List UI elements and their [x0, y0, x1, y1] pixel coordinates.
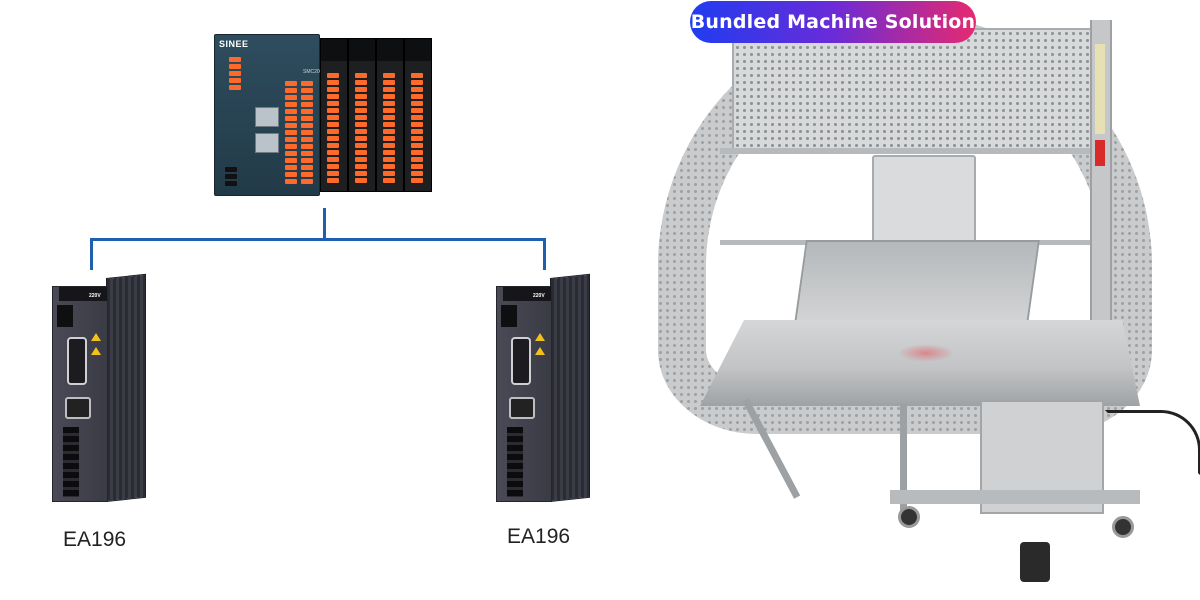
- drive-label-left: EA196: [63, 528, 127, 551]
- drive-voltage-label: 220V: [533, 293, 545, 299]
- drive-display: [57, 305, 73, 327]
- bundling-machine-image: [650, 0, 1200, 600]
- caster-wheel-icon: [1112, 516, 1134, 538]
- machine-warning-sticker: [1095, 44, 1105, 134]
- plc-led-column: [229, 57, 243, 92]
- plc-power-terminal: [225, 167, 239, 188]
- warning-icon: [91, 347, 101, 355]
- plc-brand-logo: SINEE: [219, 39, 249, 49]
- machine-power-cable: [1105, 410, 1200, 476]
- caster-wheel-icon: [898, 506, 920, 528]
- plc-io-module: [320, 38, 348, 192]
- encoder-connector-icon: [65, 397, 91, 419]
- plc-cpu-module: SINEE SMC200: [214, 34, 323, 196]
- plc-io-module: [376, 38, 404, 192]
- warning-icon: [91, 333, 101, 341]
- plc-io-module: [348, 38, 376, 192]
- encoder-connector-icon: [509, 397, 535, 419]
- drive-terminal-block: [63, 427, 79, 497]
- drive-front-panel: 220V: [496, 286, 552, 502]
- solution-title-badge: Bundled Machine Solution: [690, 1, 976, 43]
- drive-heatsink: [106, 273, 146, 502]
- connection-line-to-right-drive: [543, 238, 546, 270]
- drive-terminal-block: [507, 427, 523, 497]
- plc-controller-image: SINEE SMC200: [214, 34, 432, 196]
- machine-leg: [900, 404, 907, 516]
- connection-line-horizontal: [90, 238, 546, 241]
- warning-icon: [535, 333, 545, 341]
- ethernet-port-icon: [255, 107, 279, 127]
- drive-heatsink: [550, 273, 590, 502]
- db-connector-icon: [511, 337, 531, 385]
- drive-label-right: EA196: [507, 525, 571, 548]
- machine-shelf-bar: [720, 148, 1110, 154]
- plc-terminal-column: [301, 81, 315, 186]
- ethernet-port-icon: [255, 133, 279, 153]
- drive-voltage-label: 220V: [89, 293, 101, 299]
- machine-center-plate: [872, 155, 976, 249]
- machine-warning-sticker: [1095, 140, 1105, 166]
- machine-back-panel: [732, 28, 1106, 152]
- servo-drive-right-image: 220V: [496, 273, 592, 502]
- plc-model-label: SMC200: [303, 69, 323, 75]
- plc-io-module: [404, 38, 432, 192]
- warning-icon: [535, 347, 545, 355]
- machine-table-top: [700, 320, 1140, 406]
- drive-display: [501, 305, 517, 327]
- connection-line-to-left-drive: [90, 238, 93, 270]
- servo-drive-left-image: 220V: [52, 273, 148, 502]
- machine-chute: [794, 240, 1040, 324]
- drive-front-panel: 220V: [52, 286, 108, 502]
- connection-line-plc-down: [323, 208, 326, 240]
- machine-table-mark: [898, 344, 954, 362]
- db-connector-icon: [67, 337, 87, 385]
- plc-terminal-column: [285, 81, 299, 186]
- foot-pedal: [1020, 542, 1050, 582]
- machine-base-rail: [890, 490, 1140, 504]
